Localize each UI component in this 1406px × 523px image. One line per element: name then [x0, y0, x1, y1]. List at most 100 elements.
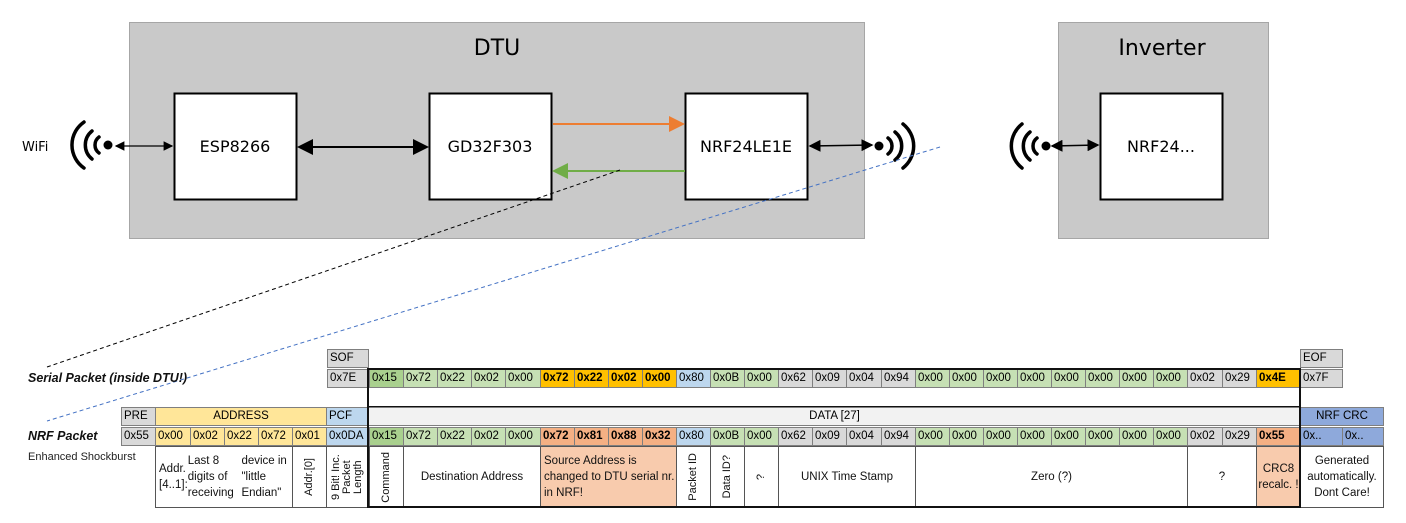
serial-packet-label: Serial Packet (inside DTU!) — [28, 371, 188, 385]
nrf-data-byte: 0x32 — [642, 427, 677, 446]
nrf-packet-label: NRF Packet — [28, 429, 98, 443]
nrf-data-byte: 0x00 — [1153, 427, 1188, 446]
serial-byte: 0x00 — [1085, 369, 1120, 388]
nrf-data-byte: 0x81 — [574, 427, 609, 446]
serial-byte: 0x15 — [369, 369, 404, 388]
nrf-data-byte: 0x15 — [369, 427, 404, 446]
command-description: Command — [369, 446, 404, 508]
nrf-data-byte: 0x94 — [881, 427, 916, 446]
serial-byte: 0x00 — [1153, 369, 1188, 388]
description-line: device in "little Endian" — [241, 455, 287, 499]
nrf-crc-header: NRF CRC — [1300, 407, 1384, 426]
serial-byte: 0x00 — [1017, 369, 1052, 388]
nrf-data-byte: 0x88 — [608, 427, 643, 446]
serial-byte: 0x22 — [437, 369, 472, 388]
addr-0-description: Addr.[0] — [292, 446, 327, 508]
serial-byte: 0x00 — [983, 369, 1018, 388]
nrf-data-byte: 0x80 — [676, 427, 711, 446]
divider — [368, 368, 1301, 370]
data-header: DATA [27] — [368, 407, 1301, 426]
serial-byte: 0x09 — [812, 369, 847, 388]
serial-byte: 0x04 — [846, 369, 882, 388]
description-line: Last 8 digits of receiving — [187, 455, 234, 499]
preamble-byte: 0x55 — [121, 427, 156, 446]
address-byte: 0x72 — [258, 427, 293, 446]
description-text: Zero (?) — [1031, 471, 1072, 483]
nrf-data-byte: 0x00 — [949, 427, 984, 446]
description-line: Addr. [4..1]: — [159, 463, 188, 491]
description-text: Generated automatically. Dont Care! — [1307, 455, 1377, 499]
serial-byte: 0x72 — [540, 369, 575, 388]
nrf-data-byte: 0x55 — [1256, 427, 1301, 446]
nrf-antenna-link — [808, 139, 874, 152]
nrf-data-byte: 0x00 — [983, 427, 1018, 446]
divider — [1299, 368, 1301, 508]
serial-byte: 0x00 — [1051, 369, 1086, 388]
eof-header: EOF — [1300, 349, 1343, 368]
nrf24le1e-label: NRF24LE1E — [700, 137, 792, 156]
source-description: Source Address is changed to DTU serial … — [540, 446, 677, 508]
serial-byte: 0x72 — [403, 369, 438, 388]
description-text: 9 Bit! Inc. Packet Length — [330, 454, 364, 500]
address-byte: 0x02 — [190, 427, 225, 446]
divider — [368, 506, 1301, 508]
zero-description: Zero (?) — [915, 446, 1188, 508]
eof-byte: 0x7F — [1300, 369, 1343, 388]
nrf-data-byte: 0x29 — [1222, 427, 1257, 446]
nrf-data-byte: 0x00 — [1085, 427, 1120, 446]
packet-id-description: Packet ID — [676, 446, 711, 508]
serial-byte: 0x29 — [1222, 369, 1257, 388]
gd32f303-block — [428, 92, 553, 201]
description-text: Source Address is changed to DTU serial … — [544, 455, 675, 499]
unknown-description: ? — [744, 446, 779, 508]
crc8-description: CRC8 recalc. ! — [1256, 446, 1301, 508]
serial-byte: 0x02 — [1187, 369, 1223, 388]
nrf-data-byte: 0x02 — [471, 427, 506, 446]
description-text: UNIX Time Stamp — [800, 471, 894, 483]
unknown-description: ? — [1187, 446, 1257, 508]
sof-byte: 0x7E — [327, 369, 369, 388]
nrf-data-byte: 0x0B — [710, 427, 745, 446]
nrf-packet-pointer — [46, 146, 941, 422]
nrf-data-byte: 0x00 — [1051, 427, 1086, 446]
nrf-data-byte: 0x04 — [846, 427, 882, 446]
serial-packet-pointer — [46, 169, 621, 368]
serial-byte: 0x00 — [744, 369, 779, 388]
description-text: Packet ID — [687, 453, 699, 501]
esp8266-block — [173, 92, 298, 201]
gd32f303-label: GD32F303 — [448, 137, 533, 156]
wifi-signal-icon — [70, 120, 113, 170]
description-text: ? — [755, 473, 767, 481]
inverter-radio-signal-icon — [1009, 122, 1051, 170]
sof-header: SOF — [327, 349, 369, 368]
address-header: ADDRESS — [155, 407, 327, 426]
nrf-data-byte: 0x09 — [812, 427, 847, 446]
serial-byte: 0x4E — [1256, 369, 1301, 388]
serial-byte: 0x00 — [949, 369, 984, 388]
nrf-data-byte: 0x02 — [1187, 427, 1223, 446]
inverter-antenna-link — [1050, 139, 1100, 152]
nrf-data-byte: 0x00 — [915, 427, 950, 446]
description-text: Addr.[0] — [303, 458, 315, 496]
serial-byte: 0x02 — [608, 369, 643, 388]
description-text: ? — [1218, 471, 1226, 483]
description-text: Destination Address — [420, 471, 524, 483]
destination-description: Destination Address — [403, 446, 541, 508]
serial-byte: 0x0B — [710, 369, 745, 388]
nrf-data-byte: 0x62 — [778, 427, 813, 446]
nrf-data-byte: 0x00 — [1119, 427, 1154, 446]
nrf-crc-byte: 0x.. — [1300, 427, 1343, 446]
pcf-description: 9 Bit! Inc. Packet Length — [326, 446, 369, 508]
nrf-data-byte: 0x72 — [403, 427, 438, 446]
esp8266-label: ESP8266 — [200, 137, 271, 156]
wifi-label: WiFi — [22, 140, 48, 155]
description-text: CRC8 recalc. ! — [1258, 463, 1299, 491]
serial-byte: 0x00 — [915, 369, 950, 388]
pre-header: PRE — [121, 407, 156, 426]
nrf-data-byte: 0x72 — [540, 427, 575, 446]
timestamp-description: UNIX Time Stamp — [778, 446, 916, 508]
dtu-title: DTU — [474, 36, 520, 61]
nrf-data-byte: 0x22 — [437, 427, 472, 446]
nrf-data-byte: 0x00 — [505, 427, 541, 446]
